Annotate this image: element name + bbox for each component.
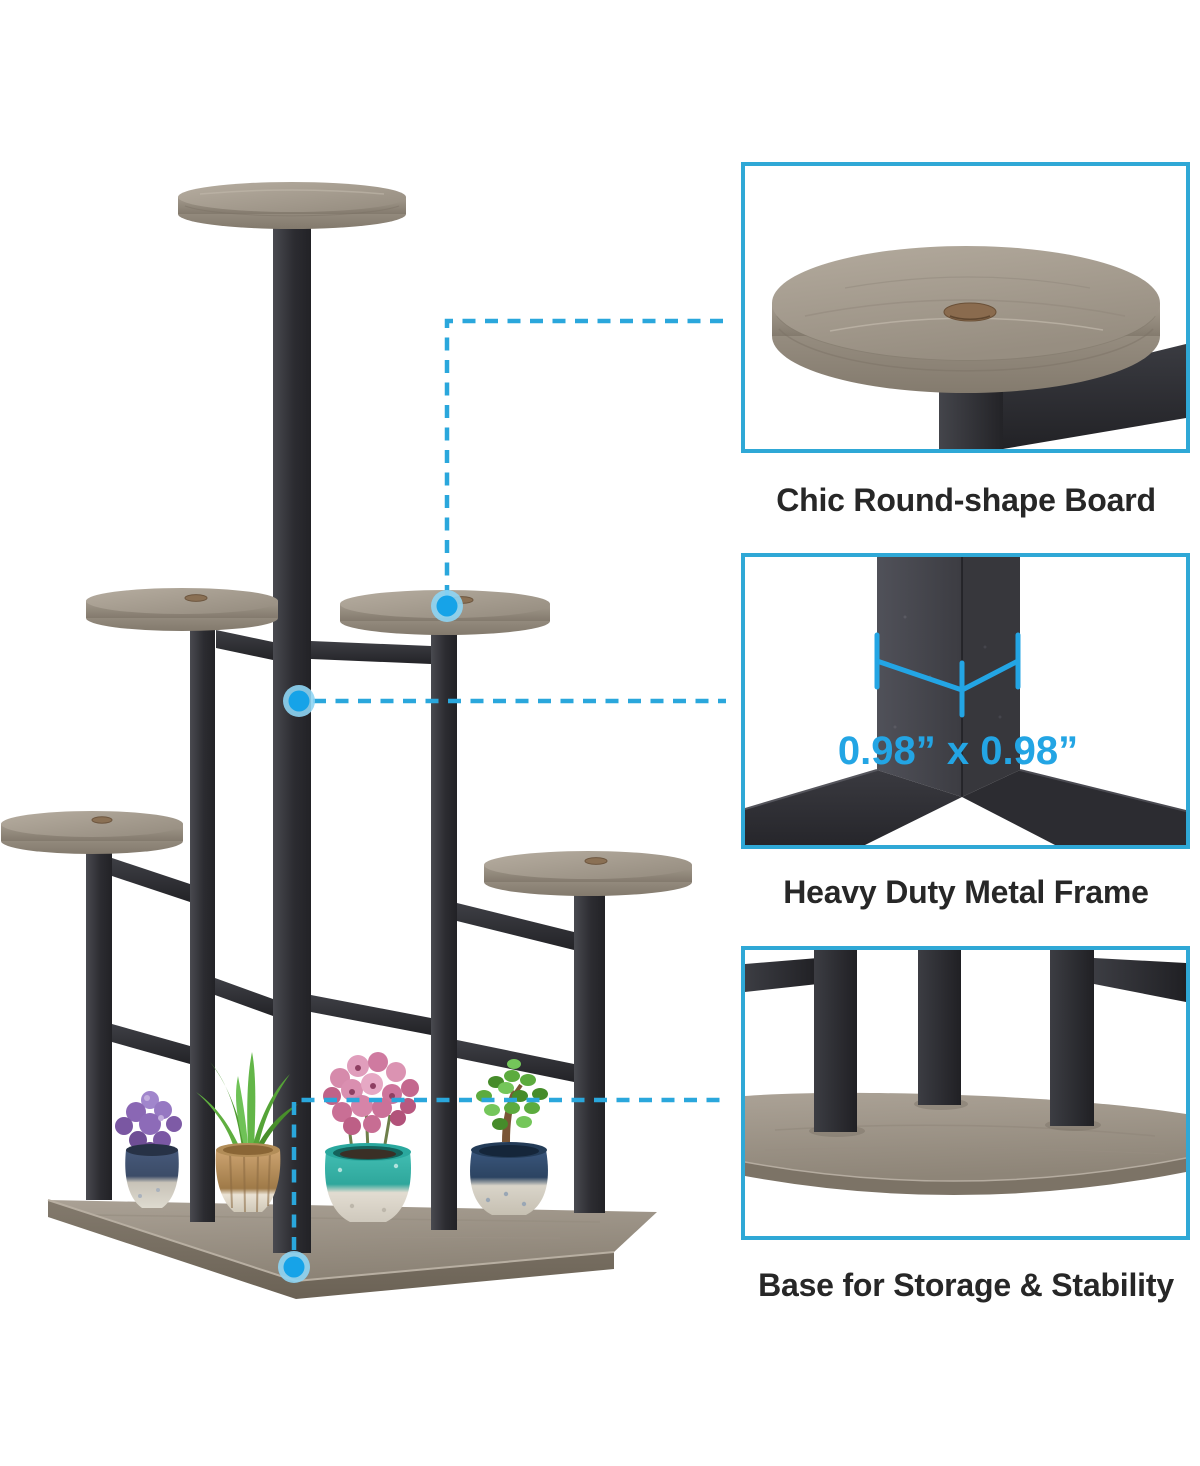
mid-left-board bbox=[86, 588, 278, 631]
connector-dots bbox=[278, 590, 463, 1283]
navy-speckle-pot bbox=[470, 1150, 548, 1215]
metal-frame-closeup-photo: 0.98” x 0.98” bbox=[745, 557, 1186, 845]
right-rail bbox=[1094, 958, 1186, 1002]
callout-box-base bbox=[741, 946, 1190, 1240]
lower-right-board bbox=[484, 851, 692, 896]
base-closeup-photo bbox=[745, 950, 1186, 1196]
measurement-brackets bbox=[874, 632, 1021, 718]
purple-succulent-plant bbox=[115, 1091, 182, 1208]
connector-dot-metal-frame bbox=[283, 685, 315, 717]
callout-box-round-board bbox=[741, 162, 1190, 453]
blue-speckle-pot bbox=[125, 1150, 179, 1208]
connector-lines bbox=[291, 318, 726, 1250]
left-rail bbox=[745, 958, 818, 992]
top-board bbox=[178, 182, 406, 229]
connector-dot-base bbox=[278, 1251, 310, 1283]
frame-beam bbox=[997, 344, 1186, 449]
round-board bbox=[772, 246, 1160, 393]
base-front-edge bbox=[745, 1157, 1186, 1196]
pink-flower-plant bbox=[323, 1052, 419, 1222]
metal-base-beams bbox=[745, 769, 1186, 845]
connector-line-base bbox=[291, 1097, 726, 1250]
plant-stand-photo bbox=[1, 182, 726, 1299]
mid-right-leg bbox=[431, 621, 457, 1230]
jade-succulent-plant bbox=[470, 1059, 548, 1215]
wood-plug bbox=[943, 302, 997, 322]
callout-box-metal-frame: 0.98” x 0.98” bbox=[741, 553, 1190, 849]
mid-left-leg bbox=[190, 618, 215, 1222]
frame-post bbox=[939, 386, 1003, 449]
callout-label-metal-frame: Heavy Duty Metal Frame bbox=[783, 874, 1149, 910]
center-post bbox=[273, 212, 311, 1253]
aloe-plant bbox=[196, 1052, 298, 1213]
round-board-closeup-photo bbox=[772, 246, 1186, 449]
right-outer-leg bbox=[574, 882, 605, 1213]
base-frame-legs bbox=[745, 950, 1186, 1137]
connector-dot-round-board bbox=[431, 590, 463, 622]
callout-label-base: Base for Storage & Stability bbox=[758, 1267, 1174, 1303]
connector-line-round-board bbox=[444, 318, 726, 598]
left-outer-leg bbox=[86, 841, 112, 1200]
center-leg bbox=[918, 950, 961, 1105]
lower-left-board bbox=[1, 811, 183, 854]
measurement-text: 0.98” x 0.98” bbox=[838, 729, 1078, 773]
left-leg bbox=[814, 950, 857, 1132]
callout-label-round-board: Chic Round-shape Board bbox=[776, 482, 1156, 518]
right-leg bbox=[1050, 950, 1094, 1126]
teal-pot bbox=[325, 1152, 411, 1222]
